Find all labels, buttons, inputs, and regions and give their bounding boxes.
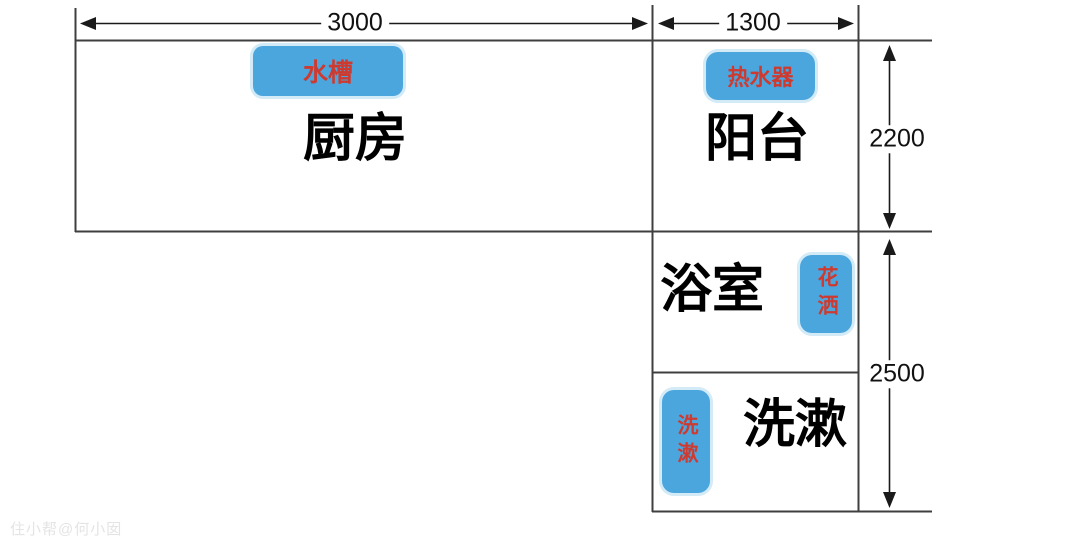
arrow-left-icon bbox=[80, 17, 96, 30]
watermark: 住小帮@何小囡 bbox=[10, 521, 123, 538]
arrow-right-icon bbox=[838, 17, 854, 30]
arrow-left-icon bbox=[658, 17, 674, 30]
room-label-balcony: 阳台 bbox=[704, 110, 810, 168]
dimension-label-balcony-height: 2200 bbox=[863, 125, 931, 153]
room-label-washing: 洗漱 bbox=[742, 396, 848, 454]
sink-badge: 水槽 bbox=[253, 46, 403, 96]
arrow-up-icon bbox=[883, 239, 896, 255]
dimension-label-balcony-width: 1300 bbox=[719, 9, 787, 37]
room-label-kitchen: 厨房 bbox=[302, 110, 408, 168]
arrow-right-icon bbox=[632, 17, 648, 30]
wall-lines bbox=[74, 5, 932, 513]
dimension-label-bath-column-height: 2500 bbox=[863, 360, 931, 388]
arrow-down-icon bbox=[883, 492, 896, 508]
arrow-down-icon bbox=[883, 213, 896, 229]
room-label-bathroom: 浴室 bbox=[659, 261, 765, 319]
dimension-label-kitchen-width: 3000 bbox=[321, 9, 389, 37]
arrow-up-icon bbox=[883, 45, 896, 61]
wash-basin-badge: 洗漱 bbox=[662, 390, 710, 493]
water-heater-badge: 热水器 bbox=[706, 52, 815, 100]
shower-badge: 花洒 bbox=[800, 255, 852, 333]
